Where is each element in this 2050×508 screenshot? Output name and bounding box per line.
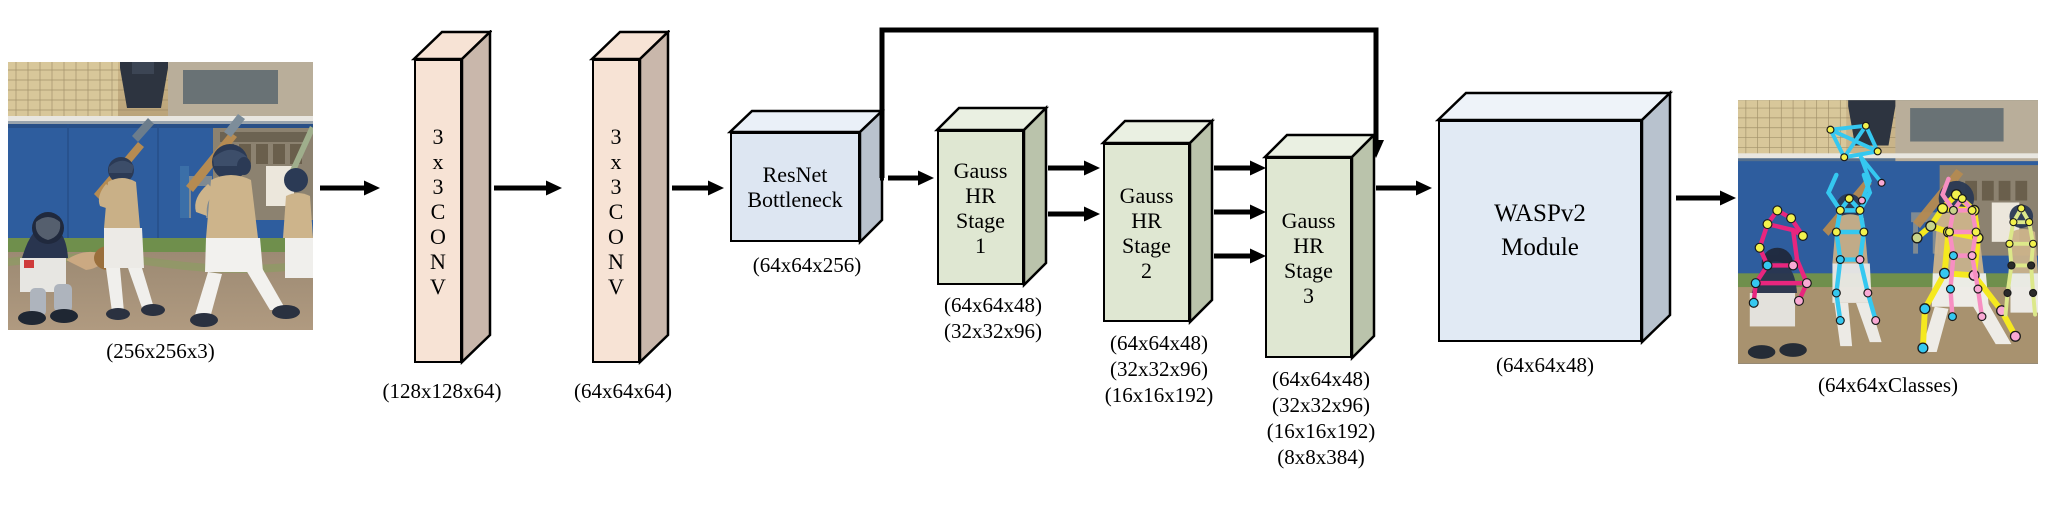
block-resnet-caption: (64x64x256) [752,253,862,277]
arrow-input-to-conv1 [320,178,384,198]
arrow-wasp-to-output [1676,188,1740,208]
block-gauss3-caption: (64x64x48)(32x32x96)(16x16x192)(8x8x384) [1266,367,1376,469]
output-pose-photo [1738,100,2038,364]
block-conv1-caption: (128x128x64) [382,379,502,403]
output-photo-caption: (64x64xClasses) [1818,373,1958,397]
block-conv2-caption: (64x64x64) [574,379,672,403]
input-photo-caption: (256x256x3) [106,339,215,363]
arrow-resnet-to-gauss1 [888,168,938,188]
arrow-gauss1-to-gauss2-2 [1048,204,1104,224]
arrow-gauss1-to-gauss2-1 [1048,158,1104,178]
arrow-gauss2-to-gauss3-2 [1214,202,1270,222]
input-baseball-photo [8,62,313,330]
block-gauss2-caption: (64x64x48)(32x32x96)(16x16x192) [1104,331,1214,407]
arrow-gauss2-to-gauss3-1 [1214,158,1270,178]
block-gauss1-caption: (64x64x48)(32x32x96) [944,293,1042,343]
arrow-gauss3-to-wasp [1376,178,1436,198]
arrow-conv2-to-resnet [672,178,728,198]
arrow-conv1-to-conv2 [494,178,566,198]
arrow-gauss2-to-gauss3-3 [1214,246,1270,266]
block-wasp-caption: (64x64x48) [1496,353,1594,377]
